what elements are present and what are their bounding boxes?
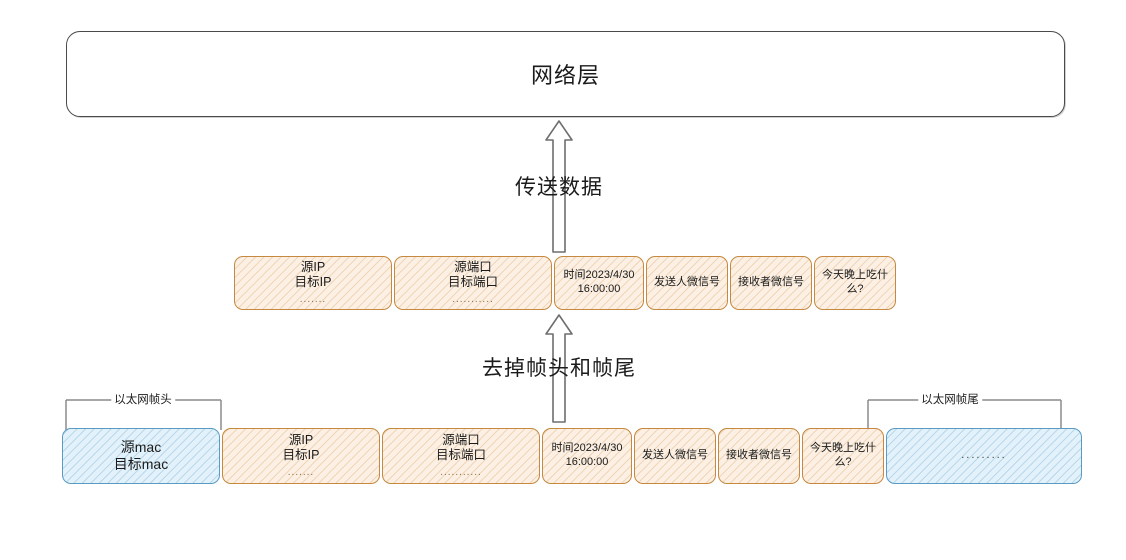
line-1: 源端口 (454, 259, 492, 274)
ellipsis: ....... (299, 293, 327, 305)
line-1: 源端口 (442, 432, 480, 447)
line-1: 发送人微信号 (642, 449, 708, 462)
line-1: 源IP (288, 432, 314, 447)
packet-cell-message: 今天晚上吃什么? (814, 256, 896, 310)
packet-cell-receiver-id-text: 接收者微信号 (734, 276, 808, 290)
packet-cell-sender-id-text: 发送人微信号 (650, 276, 724, 290)
ellipsis: ........... (452, 293, 494, 305)
frame-cell-ip: 源IP 目标IP ....... (222, 428, 380, 484)
network-layer-title: 网络层 (530, 63, 600, 88)
frame-cell-port-text: 源端口 目标端口 ........... (432, 433, 490, 480)
packet-cell-time: 时间2023/4/30 16:00:00 (554, 256, 644, 310)
line-2: 16:00:00 (565, 456, 609, 468)
ellipsis: ......... (961, 449, 1007, 462)
line-1: 时间2023/4/30 (551, 442, 623, 455)
packet-cell-receiver-id: 接收者微信号 (730, 256, 812, 310)
ellipsis: ........... (440, 466, 482, 478)
line-1: 接收者微信号 (738, 276, 804, 289)
line-2: 目标mac (113, 456, 169, 472)
frame-cell-time: 时间2023/4/30 16:00:00 (542, 428, 632, 484)
network-layer-packet-row: 源IP 目标IP ....... 源端口 目标端口 ........... 时间… (234, 256, 896, 310)
line-2: 目标端口 (447, 275, 498, 290)
ellipsis: ....... (287, 466, 315, 478)
packet-cell-sender-id: 发送人微信号 (646, 256, 728, 310)
frame-cell-port: 源端口 目标端口 ........... (382, 428, 540, 484)
packet-cell-time-text: 时间2023/4/30 16:00:00 (560, 269, 639, 297)
packet-cell-ip: 源IP 目标IP ....... (234, 256, 392, 310)
line-1: 接收者微信号 (726, 449, 792, 462)
line-1: 发送人微信号 (654, 276, 720, 289)
frame-cell-sender-id: 发送人微信号 (634, 428, 716, 484)
frame-cell-trailer-text: ......... (957, 449, 1011, 463)
line-1: 今天晚上吃什么? (810, 442, 876, 468)
frame-cell-trailer: ......... (886, 428, 1082, 484)
ethernet-trailer-bracket-label: 以太网帧尾 (918, 391, 982, 407)
line-2: 目标IP (294, 275, 332, 290)
transmit-data-arrow-label: 传送数据 (515, 176, 603, 199)
frame-cell-mac: 源mac 目标mac (62, 428, 220, 484)
line-1: 今天晚上吃什么? (822, 269, 888, 295)
line-1: 源mac (120, 438, 162, 455)
packet-cell-port-text: 源端口 目标端口 ........... (444, 260, 502, 307)
frame-cell-receiver-id-text: 接收者微信号 (722, 449, 796, 463)
frame-cell-time-text: 时间2023/4/30 16:00:00 (548, 442, 627, 470)
network-layer-box: 网络层 (66, 31, 1065, 117)
packet-cell-message-text: 今天晚上吃什么? (815, 269, 895, 297)
strip-frame-arrow-label: 去掉帧头和帧尾 (482, 357, 636, 380)
line-2: 目标端口 (435, 448, 486, 463)
frame-cell-message: 今天晚上吃什么? (802, 428, 884, 484)
frame-cell-message-text: 今天晚上吃什么? (803, 442, 883, 470)
ethernet-header-bracket-label: 以太网帧头 (111, 391, 175, 407)
frame-cell-ip-text: 源IP 目标IP ....... (279, 433, 324, 480)
ethernet-frame-row: 源mac 目标mac 源IP 目标IP ....... 源端口 目标端口 ...… (62, 428, 1082, 484)
frame-cell-mac-text: 源mac 目标mac (110, 439, 172, 474)
frame-cell-sender-id-text: 发送人微信号 (638, 449, 712, 463)
packet-cell-ip-text: 源IP 目标IP ....... (291, 260, 336, 307)
line-1: 时间2023/4/30 (563, 269, 635, 282)
line-2: 16:00:00 (577, 283, 621, 295)
strip-frame-arrow (542, 312, 576, 424)
line-2: 目标IP (282, 448, 320, 463)
packet-cell-port: 源端口 目标端口 ........... (394, 256, 552, 310)
frame-cell-receiver-id: 接收者微信号 (718, 428, 800, 484)
transmit-data-arrow (542, 118, 576, 254)
line-1: 源IP (300, 259, 326, 274)
